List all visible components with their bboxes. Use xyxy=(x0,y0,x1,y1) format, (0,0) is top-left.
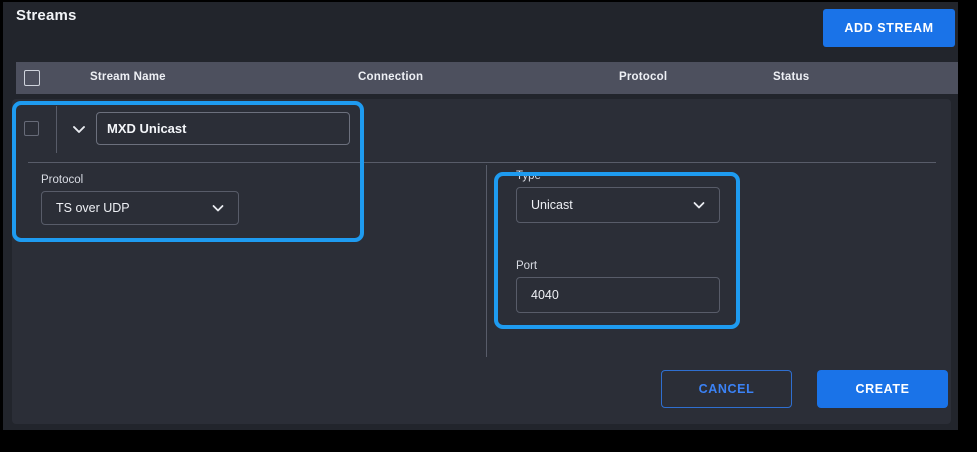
table-header-row: Stream Name Connection Protocol Status xyxy=(16,62,958,94)
add-stream-button[interactable]: ADD STREAM xyxy=(823,9,955,47)
row-divider xyxy=(56,106,57,153)
stream-name-input[interactable] xyxy=(96,112,350,145)
chevron-down-icon[interactable] xyxy=(69,119,89,139)
cancel-button[interactable]: CANCEL xyxy=(661,370,792,408)
page-title: Streams xyxy=(16,7,77,24)
protocol-label: Protocol xyxy=(41,174,84,186)
column-header-stream-name[interactable]: Stream Name xyxy=(90,71,166,83)
protocol-select[interactable]: TS over UDP xyxy=(41,191,239,225)
column-header-status[interactable]: Status xyxy=(773,71,810,83)
chevron-down-icon xyxy=(210,200,226,216)
create-button[interactable]: CREATE xyxy=(817,370,948,408)
column-header-protocol[interactable]: Protocol xyxy=(619,71,668,83)
form-column-divider xyxy=(486,165,487,357)
type-label: Type xyxy=(516,170,541,182)
stream-editor-card: Protocol TS over UDP Type Unicast xyxy=(12,99,951,424)
type-select-value: Unicast xyxy=(531,198,573,212)
page-header: Streams ADD STREAM xyxy=(3,2,958,62)
select-all-checkbox[interactable] xyxy=(24,70,40,86)
streams-page: Streams ADD STREAM Stream Name Connectio… xyxy=(3,2,958,430)
protocol-select-value: TS over UDP xyxy=(56,201,130,215)
type-select[interactable]: Unicast xyxy=(516,187,720,223)
port-field[interactable] xyxy=(516,277,720,313)
card-divider xyxy=(28,162,936,163)
stream-row-checkbox[interactable] xyxy=(24,121,39,136)
chevron-down-icon xyxy=(691,197,707,213)
port-input[interactable] xyxy=(517,278,719,312)
port-label: Port xyxy=(516,260,538,272)
column-header-connection[interactable]: Connection xyxy=(358,71,424,83)
